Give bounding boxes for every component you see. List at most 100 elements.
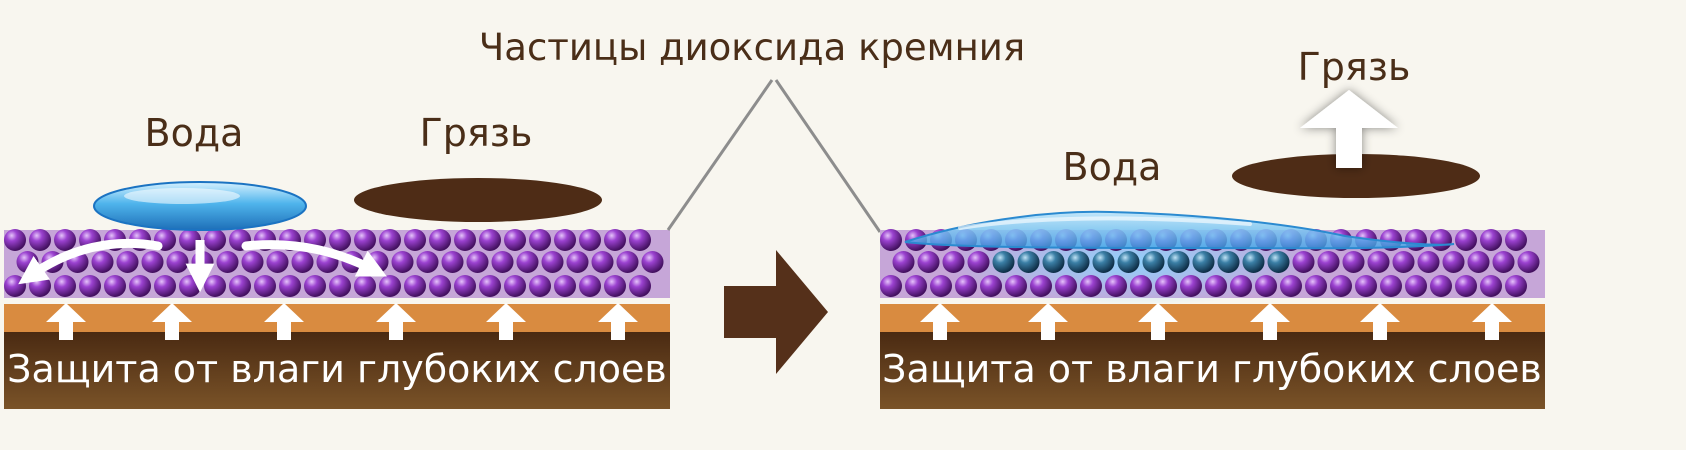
silica-particle: [1205, 275, 1227, 297]
wet-particle: [992, 251, 1015, 273]
silica-particle: [4, 275, 26, 297]
silica-particle: [416, 251, 439, 273]
silica-particle: [880, 229, 902, 251]
silica-particle: [1180, 275, 1202, 297]
silica-particle: [554, 275, 576, 297]
right-base-label: Защита от влаги глубоких слоев: [882, 347, 1542, 391]
wet-particle: [1117, 251, 1140, 273]
silica-particle: [91, 251, 114, 273]
right-panel: Вода Грязь Защита от влаги глубоких слое…: [880, 45, 1545, 409]
silica-particle: [967, 251, 990, 273]
silica-particle: [516, 251, 539, 273]
silica-particle: [1430, 229, 1452, 251]
silica-particle: [279, 275, 301, 297]
silica-particle: [579, 229, 601, 251]
silica-particle: [104, 275, 126, 297]
silica-particle: [1155, 275, 1177, 297]
silica-particle: [1517, 251, 1540, 273]
silica-particle: [529, 229, 551, 251]
moisture-arrow-up-icon: [1028, 303, 1068, 340]
silica-particle: [1230, 275, 1252, 297]
silica-particle: [1505, 275, 1527, 297]
right-dirt-blob: [1232, 154, 1480, 198]
silica-particle: [1030, 275, 1052, 297]
silica-particle: [1305, 275, 1327, 297]
silica-particle: [641, 251, 664, 273]
silica-particle: [1330, 275, 1352, 297]
silica-particle: [154, 275, 176, 297]
right-water-label: Вода: [1063, 145, 1162, 189]
right-orange-layer: [880, 304, 1545, 332]
silica-particle: [579, 275, 601, 297]
silica-particle: [229, 275, 251, 297]
silica-particle: [1105, 275, 1127, 297]
silica-particle: [1480, 229, 1502, 251]
moisture-arrow-up-icon: [598, 303, 638, 340]
left-moisture-arrows: [46, 303, 638, 340]
silica-particle: [479, 229, 501, 251]
silica-particle: [529, 275, 551, 297]
left-water-drop-highlight: [124, 188, 240, 204]
silica-particle: [566, 251, 589, 273]
moisture-arrow-up-icon: [46, 303, 86, 340]
silica-particle: [1455, 275, 1477, 297]
silica-particle: [379, 229, 401, 251]
silica-particle: [441, 251, 464, 273]
silica-particle: [1342, 251, 1365, 273]
left-brown-layer: [4, 332, 670, 409]
wet-particle: [1092, 251, 1115, 273]
silica-particle: [454, 275, 476, 297]
moisture-arrow-up-icon: [486, 303, 526, 340]
silica-particle: [1280, 275, 1302, 297]
silica-particle: [454, 229, 476, 251]
silica-particle: [917, 251, 940, 273]
moisture-arrow-up-icon: [152, 303, 192, 340]
left-panel: Вода Грязь Защита от влаги глубоких слое…: [4, 111, 670, 409]
silica-particle: [354, 275, 376, 297]
silica-particle: [1292, 251, 1315, 273]
moisture-arrow-up-icon: [1138, 303, 1178, 340]
left-curved-arrow-icon: [18, 238, 163, 285]
left-dirt-blob: [354, 178, 602, 222]
silica-particle: [216, 251, 239, 273]
silica-particle: [4, 229, 26, 251]
silica-particle: [980, 275, 1002, 297]
silica-particle: [1430, 275, 1452, 297]
silica-particle: [930, 275, 952, 297]
silica-particle: [1080, 275, 1102, 297]
silica-particle: [354, 229, 376, 251]
silica-particle: [241, 251, 264, 273]
wet-particle: [1017, 251, 1040, 273]
silica-particle: [179, 275, 201, 297]
silica-particle: [429, 229, 451, 251]
silica-particle: [1467, 251, 1490, 273]
wet-particle: [1042, 251, 1065, 273]
silica-particle: [54, 229, 76, 251]
silica-particle: [329, 275, 351, 297]
silica-particle: [379, 275, 401, 297]
silica-particle: [604, 229, 626, 251]
lift-arrow-up-icon: [1300, 90, 1398, 168]
moisture-arrow-up-icon: [1250, 303, 1290, 340]
silica-particle: [254, 275, 276, 297]
moisture-arrow-up-icon: [920, 303, 960, 340]
silica-particle: [1367, 251, 1390, 273]
silica-particle: [29, 229, 51, 251]
silica-particle: [1355, 275, 1377, 297]
wet-particle: [1267, 251, 1290, 273]
wet-particle: [1242, 251, 1265, 273]
left-dirt-label: Грязь: [420, 111, 533, 155]
silica-particle: [604, 275, 626, 297]
silica-particle: [79, 275, 101, 297]
callout-line-left: [666, 79, 774, 231]
silica-particle: [942, 251, 965, 273]
silica-particle: [266, 251, 289, 273]
left-orange-layer: [4, 304, 670, 332]
moisture-arrow-up-icon: [264, 303, 304, 340]
silica-particle: [429, 275, 451, 297]
silica-particle: [404, 229, 426, 251]
silica-particle: [1130, 275, 1152, 297]
callout-line-right: [774, 79, 882, 233]
wet-particle: [1142, 251, 1165, 273]
silica-particle: [616, 251, 639, 273]
